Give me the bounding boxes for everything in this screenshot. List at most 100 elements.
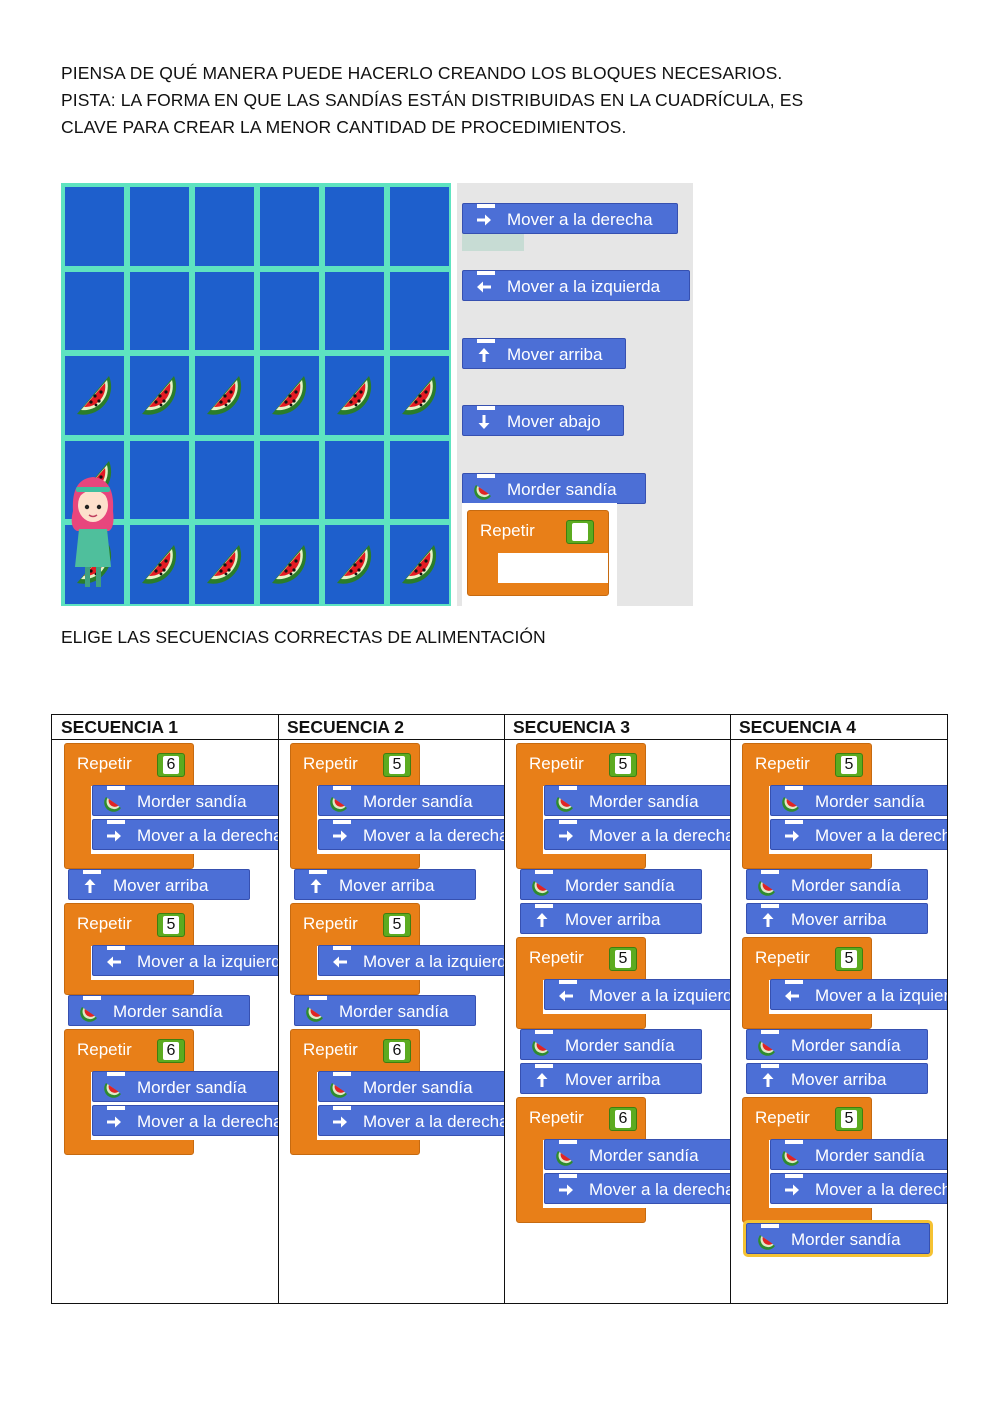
watermelon-icon <box>199 370 251 422</box>
block-notch <box>761 1030 779 1034</box>
block-notch <box>107 786 125 790</box>
block-notch <box>761 904 779 908</box>
repeat-body-block[interactable]: Mover a la izquierda <box>544 979 730 1010</box>
watermelon-icon <box>553 786 579 815</box>
palette-block-bite[interactable]: Morder sandía <box>462 473 646 504</box>
instruction-line-2: PISTA: LA FORMA EN QUE LAS SANDÍAS ESTÁN… <box>61 90 804 110</box>
palette-block-right[interactable]: Mover a la derecha <box>462 203 678 234</box>
repeat-body-block[interactable]: Mover a la izquierda <box>318 945 504 976</box>
grid-cell <box>65 271 124 351</box>
repeat-body-block[interactable]: Mover a la derecha <box>318 819 504 850</box>
repeat-count[interactable]: 5 <box>835 947 863 971</box>
sequence-command-block[interactable]: Morder sandía <box>68 995 250 1026</box>
grid-cell <box>195 440 254 520</box>
block-notch <box>785 980 803 984</box>
watermelon-icon <box>394 370 446 422</box>
repeat-count-slot[interactable] <box>566 520 594 544</box>
grid-cell <box>260 187 319 266</box>
sequence-command-block[interactable]: Morder sandía <box>520 1029 702 1060</box>
watermelon-icon <box>553 1140 579 1169</box>
watermelon-icon <box>134 370 186 422</box>
block-notch <box>309 996 327 1000</box>
repeat-count[interactable]: 5 <box>157 913 185 937</box>
block-notch <box>535 1064 553 1068</box>
block-notch <box>309 870 327 874</box>
repeat-body-block[interactable]: Mover a la derecha <box>544 1173 730 1204</box>
arrow-up-icon <box>529 904 555 933</box>
watermelon-icon <box>779 1140 805 1169</box>
repeat-body-block[interactable]: Mover a la derecha <box>92 1105 278 1136</box>
repeat-body-block[interactable]: Morder sandía <box>770 785 947 816</box>
watermelon-icon <box>471 474 497 503</box>
sequence-command-block[interactable]: Morder sandía <box>520 869 702 900</box>
watermelon-icon <box>755 1030 781 1059</box>
repeat-body-block[interactable]: Morder sandía <box>544 785 730 816</box>
instruction-line-1: PIENSA DE QUÉ MANERA PUEDE HACERLO CREAN… <box>61 63 783 83</box>
repeat-count[interactable]: 6 <box>157 753 185 777</box>
arrow-right-icon <box>779 820 805 849</box>
block-notch <box>83 996 101 1000</box>
palette-block-repeat[interactable]: Repetir <box>467 510 609 596</box>
repeat-count[interactable]: 6 <box>157 1039 185 1063</box>
repeat-label: Repetir <box>77 914 132 933</box>
repeat-count[interactable]: 6 <box>609 1107 637 1131</box>
repeat-body-block[interactable]: Mover a la derecha <box>544 819 730 850</box>
sequence-command-block[interactable]: Mover arriba <box>520 903 702 934</box>
sequence-command-block[interactable]: Morder sandía <box>294 995 476 1026</box>
repeat-count[interactable]: 5 <box>609 947 637 971</box>
block-notch <box>107 820 125 824</box>
block-notch <box>333 820 351 824</box>
watermelon-icon <box>755 1224 781 1253</box>
repeat-body-block[interactable]: Morder sandía <box>544 1139 730 1170</box>
watermelon-icon <box>327 1072 353 1101</box>
sequence-command-block-label: Mover arriba <box>565 1070 661 1089</box>
sequence-command-block[interactable]: Morder sandía <box>746 1029 928 1060</box>
palette-block-up[interactable]: Mover arriba <box>462 338 626 369</box>
table-column-divider <box>730 715 731 1303</box>
palette-block-down[interactable]: Mover abajo <box>462 405 624 436</box>
repeat-body-block[interactable]: Morder sandía <box>318 1071 504 1102</box>
sequence-command-block[interactable]: Mover arriba <box>746 903 928 934</box>
sequence-command-block[interactable]: Morder sandía <box>746 869 928 900</box>
sequence-command-block[interactable]: Mover arriba <box>294 869 476 900</box>
repeat-body-block[interactable]: Mover a la derecha <box>770 819 947 850</box>
sequence-command-block[interactable]: Morder sandía <box>743 1220 933 1257</box>
repeat-count[interactable]: 6 <box>383 1039 411 1063</box>
table-header-divider <box>52 739 947 740</box>
block-notch <box>477 406 495 410</box>
repeat-count[interactable]: 5 <box>835 753 863 777</box>
repeat-body-block[interactable]: Mover a la izquierda <box>92 945 278 976</box>
repeat-body-block[interactable]: Mover a la derecha <box>770 1173 947 1204</box>
instructions: PIENSA DE QUÉ MANERA PUEDE HACERLO CREAN… <box>61 60 961 141</box>
sequence-command-block[interactable]: Mover arriba <box>746 1063 928 1094</box>
repeat-count[interactable]: 5 <box>383 753 411 777</box>
block-notch <box>785 1174 803 1178</box>
repeat-body-block[interactable]: Morder sandía <box>92 785 278 816</box>
watermelon-icon <box>101 1072 127 1101</box>
sequence-command-block-label: Morder sandía <box>791 876 901 895</box>
repeat-count[interactable]: 5 <box>835 1107 863 1131</box>
repeat-count[interactable]: 5 <box>383 913 411 937</box>
repeat-body-block[interactable]: Mover a la derecha <box>318 1105 504 1136</box>
arrow-left-icon <box>471 271 497 300</box>
repeat-body-block[interactable]: Morder sandía <box>92 1071 278 1102</box>
watermelon-icon <box>264 539 316 591</box>
block-notch <box>477 474 495 478</box>
block-notch <box>785 820 803 824</box>
sequence-command-block-label: Morder sandía <box>565 1036 675 1055</box>
repeat-body-block[interactable]: Mover a la izquierda <box>770 979 947 1010</box>
repeat-count[interactable]: 5 <box>609 753 637 777</box>
game-grid <box>61 183 451 606</box>
sequence-command-block-label: Morder sandía <box>565 876 675 895</box>
sequence-command-block[interactable]: Mover arriba <box>520 1063 702 1094</box>
block-notch <box>785 786 803 790</box>
palette-block-left[interactable]: Mover a la izquierda <box>462 270 690 301</box>
repeat-body-block[interactable]: Morder sandía <box>318 785 504 816</box>
block-notch <box>477 339 495 343</box>
repeat-body-block[interactable]: Mover a la derecha <box>92 819 278 850</box>
repeat-count-value: 5 <box>841 1110 857 1128</box>
repeat-body-block[interactable]: Morder sandía <box>770 1139 947 1170</box>
sequence-command-block[interactable]: Mover arriba <box>68 869 250 900</box>
sequence-command-block-label: Mover arriba <box>791 1070 887 1089</box>
